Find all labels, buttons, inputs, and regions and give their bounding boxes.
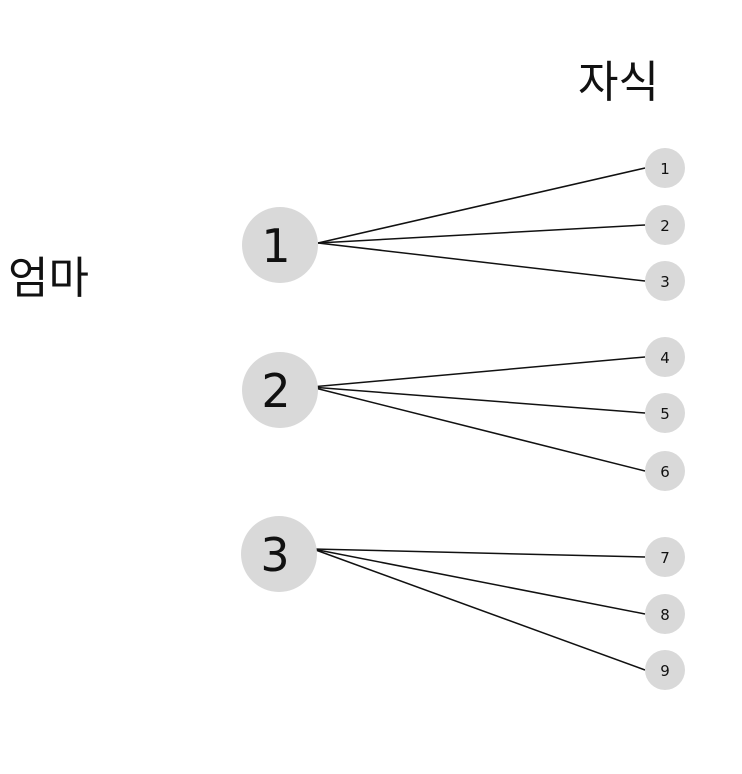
- child-column-label: 자식: [578, 57, 659, 108]
- child-node-label: 2: [660, 217, 670, 235]
- child-node-2: 2: [645, 205, 685, 245]
- child-node-circle: [645, 205, 685, 245]
- child-node-4: 4: [645, 337, 685, 377]
- edge-parent-3-child-9: [312, 548, 646, 671]
- edge-parent-2-child-4: [310, 356, 646, 388]
- parent-node-label: 2: [261, 364, 290, 418]
- parent-node-circle: [242, 207, 318, 283]
- edge-parent-1-child-1: [317, 167, 646, 244]
- edge-parent-1-child-2: [317, 224, 646, 244]
- child-node-circle: [645, 451, 685, 491]
- child-node-label: 9: [660, 662, 670, 680]
- parent-node-2: 2: [242, 352, 318, 428]
- parent-node-3: 3: [241, 516, 317, 592]
- child-node-1: 1: [645, 148, 685, 188]
- child-node-circle: [645, 650, 685, 690]
- child-node-5: 5: [645, 393, 685, 433]
- child-node-circle: [645, 261, 685, 301]
- child-nodes-group: 1 2 3 4 5 6 7 8 9: [645, 148, 685, 690]
- parent-node-circle: [241, 516, 317, 592]
- child-node-circle: [645, 537, 685, 577]
- child-node-label: 8: [660, 606, 670, 624]
- edge-parent-3-child-7: [312, 548, 646, 558]
- parent-nodes-group: 1 2 3: [241, 207, 318, 592]
- edges-group: [310, 167, 646, 671]
- edge-parent-2-child-5: [310, 386, 646, 414]
- edge-parent-2-child-6: [310, 386, 646, 472]
- child-node-9: 9: [645, 650, 685, 690]
- child-node-3: 3: [645, 261, 685, 301]
- edge-parent-3-child-8: [312, 548, 646, 615]
- child-node-label: 6: [660, 463, 670, 481]
- parent-column-label: 엄마: [8, 253, 89, 304]
- parent-node-label: 1: [261, 219, 290, 273]
- child-node-label: 4: [660, 349, 670, 367]
- child-node-circle: [645, 148, 685, 188]
- child-node-6: 6: [645, 451, 685, 491]
- child-node-label: 1: [660, 160, 670, 178]
- child-node-label: 5: [660, 405, 670, 423]
- parent-node-label: 3: [260, 528, 289, 582]
- child-node-circle: [645, 337, 685, 377]
- edge-parent-1-child-3: [317, 242, 646, 282]
- child-node-7: 7: [645, 537, 685, 577]
- child-node-label: 7: [660, 549, 670, 567]
- parent-node-1: 1: [242, 207, 318, 283]
- child-node-8: 8: [645, 594, 685, 634]
- child-node-circle: [645, 594, 685, 634]
- parent-node-circle: [242, 352, 318, 428]
- child-node-label: 3: [660, 273, 670, 291]
- child-node-circle: [645, 393, 685, 433]
